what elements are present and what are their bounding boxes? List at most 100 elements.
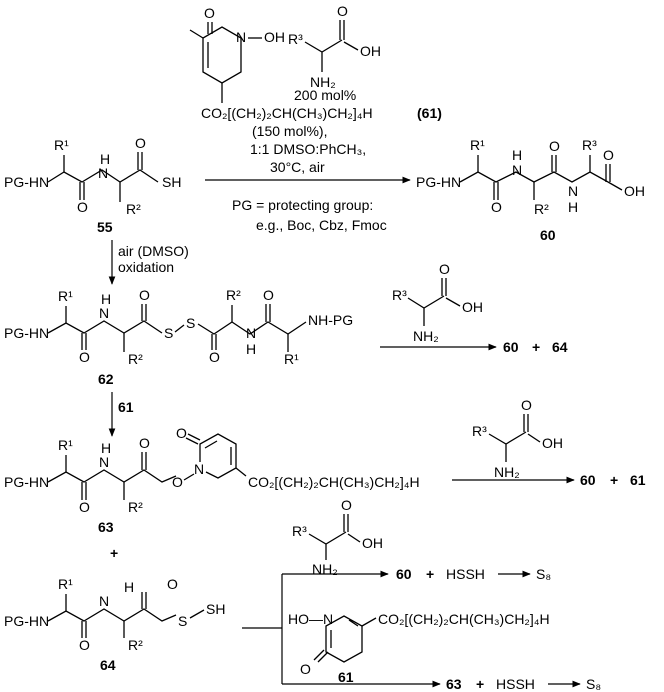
product-63-label: 63: [446, 676, 462, 692]
solvent-conditions: 1:1 DMSO:PhCH₃,: [250, 141, 366, 157]
plus-sign: +: [476, 676, 484, 692]
pg-note-line1: PG = protecting group:: [232, 197, 373, 213]
plus-sign: +: [610, 472, 618, 488]
reagent-61-oh: OH: [264, 29, 285, 45]
r2-label: R²: [126, 201, 141, 217]
r2-label: R²: [534, 201, 549, 217]
carbonyl-o: O: [521, 397, 532, 413]
reagent-61-carbonyl-o: O: [204, 5, 215, 21]
n-label: N: [99, 305, 109, 321]
r2-label: R²: [128, 351, 143, 367]
compound-63: PG-HN R¹ O H N R² O O N O CO₂[(CH₂)₂CH(C…: [4, 425, 420, 515]
ester-chain: CO₂[(CH₂)₂CH(CH₃)CH₂]₄H: [378, 611, 550, 627]
plus-sign-63-64: +: [110, 545, 118, 561]
compound-60-label: 60: [540, 227, 556, 243]
r2-label: R²: [226, 287, 241, 303]
oh-label: OH: [362, 535, 383, 551]
carbonyl-o: O: [79, 349, 90, 365]
carbonyl-o: O: [263, 287, 274, 303]
r3-label: R³: [472, 423, 487, 439]
compound-63-label: 63: [98, 519, 114, 535]
amino-acid-reagent-62: R³ O OH NH₂: [392, 261, 483, 344]
r2-label: R²: [128, 637, 143, 653]
amino-acid-reagent-63: R³ O OH NH₂: [472, 397, 563, 480]
loading-61: (150 mol%),: [252, 123, 327, 139]
sh-label: SH: [162, 174, 181, 190]
temperature-conditions: 30°C, air: [270, 159, 325, 175]
h-label: H: [124, 579, 134, 595]
h-label: H: [512, 147, 522, 163]
n-label: N: [512, 162, 522, 178]
r1-label: R¹: [58, 437, 73, 453]
amino-acid-reagent-top: R³ O OH NH₂ 200 mol%: [288, 3, 381, 103]
oh-label: OH: [542, 435, 563, 451]
sh-label: SH: [206, 601, 225, 617]
compound-64: PG-HN R¹ O H N R² O S SH: [4, 576, 225, 653]
n-label: N: [98, 165, 108, 181]
compound-61-structure: HO—N O CO₂[(CH₂)₂CH(CH₃)CH₂]₄H: [288, 611, 550, 677]
h-label: H: [100, 151, 110, 167]
n-label: N: [99, 454, 109, 470]
r1-label: R¹: [470, 137, 485, 153]
carbonyl-o: O: [300, 661, 311, 677]
ho-n-label: HO—N: [288, 611, 333, 627]
nh2-label: NH₂: [494, 464, 520, 480]
s8-label: S₈: [586, 676, 601, 692]
air-oxidation-label-2: oxidation: [118, 259, 174, 275]
carbonyl-o: O: [139, 287, 150, 303]
pg-hn-label: PG-HN: [4, 474, 49, 490]
reagent-61-ref: (61): [417, 105, 442, 121]
reagent-61-n: N: [236, 29, 246, 45]
amino-acid-oh: OH: [360, 43, 381, 59]
product-61-label: 61: [630, 472, 646, 488]
oh-label: OH: [624, 183, 645, 199]
n-label: N: [568, 183, 578, 199]
r3-label: R³: [292, 523, 307, 539]
hssh-label: HSSH: [496, 676, 535, 692]
carbonyl-o-2: O: [135, 135, 146, 151]
product-60-label: 60: [396, 566, 412, 582]
pg-hn-label: PG-HN: [4, 613, 49, 629]
carbonyl-o: O: [176, 425, 187, 441]
pg-hn-label: PG-HN: [416, 174, 461, 190]
s-label: S: [186, 315, 195, 331]
compound-62-label: 62: [98, 371, 114, 387]
h-label: H: [246, 341, 256, 357]
r1-label: R¹: [284, 351, 299, 367]
air-oxidation-label-1: air (DMSO): [118, 243, 189, 259]
compound-55: PG-HN R¹ O H N R² O SH: [4, 135, 181, 217]
nh-pg-label: NH-PG: [308, 312, 353, 328]
amino-acid-reagent-64: R³ O OH NH₂: [292, 497, 383, 577]
nh2-label: NH₂: [312, 561, 338, 577]
carbonyl-o: O: [491, 199, 502, 215]
carbonyl-o: O: [549, 138, 560, 154]
ester-chain: CO₂[(CH₂)₂CH(CH₃)CH₂]₄H: [248, 474, 420, 490]
branch-bracket: [242, 574, 283, 684]
carbonyl-o: O: [603, 147, 614, 163]
pg-hn-label: PG-HN: [4, 325, 49, 341]
nh2-label: NH₂: [413, 328, 439, 344]
plus-sign: +: [426, 566, 434, 582]
carbonyl-o: O: [439, 261, 450, 277]
carbonyl-o: O: [79, 637, 90, 653]
oh-label: OH: [462, 299, 483, 315]
compound-55-label: 55: [97, 219, 113, 235]
r3-label: R³: [582, 137, 597, 153]
product-60-label: 60: [580, 472, 596, 488]
carbonyl-o: O: [139, 435, 150, 451]
amino-acid-nh2: NH₂: [310, 74, 336, 90]
compound-60: PG-HN R¹ O H N R² O N H R³ O OH: [416, 137, 645, 217]
step-61-label: 61: [118, 399, 134, 415]
r1-label: R¹: [54, 137, 69, 153]
r2-label: R²: [128, 499, 143, 515]
n-label: N: [246, 325, 256, 341]
carbonyl-o: O: [341, 497, 352, 513]
r1-label: R¹: [58, 576, 73, 592]
compound-64-label: 64: [100, 657, 116, 673]
n-label: N: [99, 593, 109, 609]
o-label: O: [172, 474, 183, 490]
product-60-label: 60: [503, 339, 519, 355]
h-label: H: [568, 199, 578, 215]
r1-label: R¹: [58, 288, 73, 304]
